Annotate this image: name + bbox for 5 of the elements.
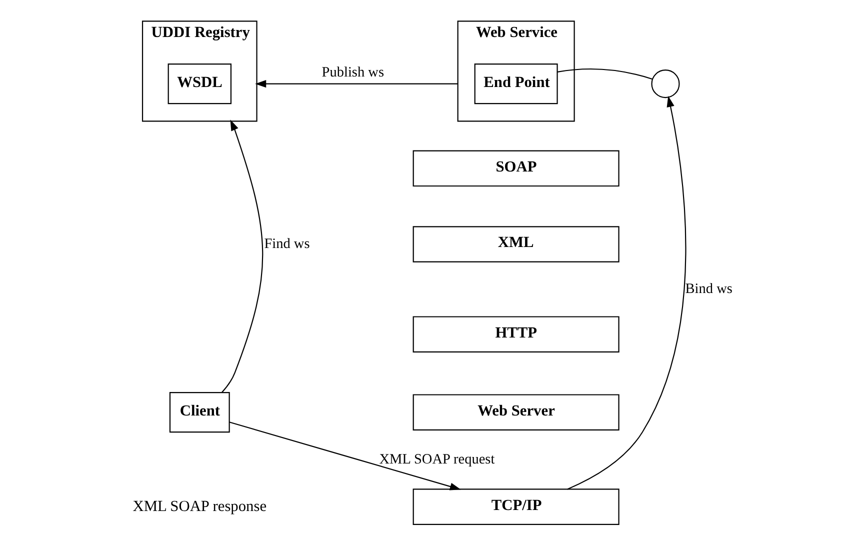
edge-label: Bind ws <box>685 281 732 298</box>
edge-label: Find ws <box>264 236 310 252</box>
edge-label: Publish ws <box>322 64 384 81</box>
edge-label: XML SOAP request <box>379 451 495 468</box>
label: XML SOAP response <box>132 498 267 515</box>
